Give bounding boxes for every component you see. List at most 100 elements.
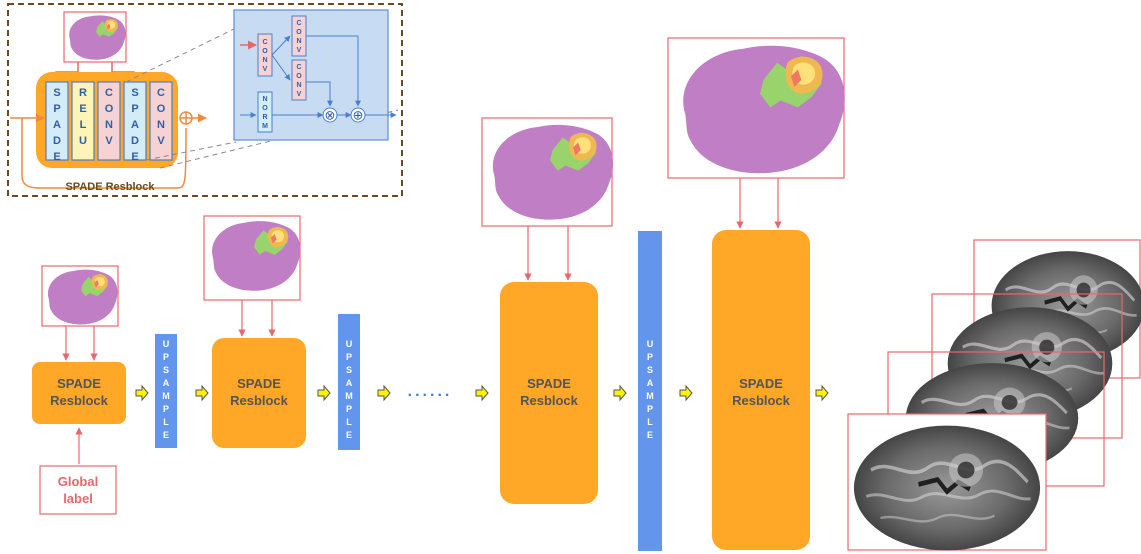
output-mri-stack	[847, 239, 1141, 551]
detail-conv-left-label-char: V	[263, 66, 268, 73]
detail-conv-top-label-char: C	[296, 20, 301, 27]
upsample-1-char: P	[163, 404, 169, 414]
detail-conv-top-label-char: V	[297, 47, 302, 54]
detail-conv-mid	[291, 59, 307, 101]
stage4-resblock	[712, 230, 810, 550]
inset-column-5-label-char: O	[157, 103, 166, 115]
inset-detail-panel	[233, 9, 389, 141]
flow-arrow-7	[679, 384, 693, 402]
upsample-2-char: L	[346, 417, 352, 427]
detail-add-node	[350, 107, 366, 123]
stage2-resblock	[212, 338, 306, 448]
inset-caption: SPADE Resblock	[65, 181, 155, 193]
inset-column-1-label-char: E	[53, 151, 60, 163]
upsample-2-char: E	[346, 430, 352, 440]
upsample-2-char: M	[345, 391, 353, 401]
detail-norm-label-char: R	[262, 114, 267, 121]
stage2-resblock-label-2: Resblock	[230, 393, 289, 408]
detail-conv-mid-label-char: N	[296, 82, 301, 89]
global-label-box	[39, 465, 117, 515]
stage3-resblock	[500, 282, 598, 504]
pipeline-ellipsis: ......	[408, 383, 453, 400]
inset-column-conv-2	[149, 81, 173, 161]
inset-column-2-label-char: R	[79, 87, 87, 99]
upsample-3-char: U	[647, 339, 654, 349]
inset-column-conv-1	[97, 81, 121, 161]
inset-column-3-label-char: N	[105, 119, 113, 131]
upsample-bar-1	[155, 334, 177, 448]
detail-conv-mid-label-char: C	[296, 64, 301, 71]
inset-column-spade-2	[123, 81, 147, 161]
inset-column-4-label-char: S	[131, 87, 138, 99]
stage1-resblock-label-1: SPADE	[57, 376, 101, 391]
upsample-1-char: E	[163, 430, 169, 440]
stage1-resblock	[32, 362, 126, 424]
detail-add-symbol: ⊕	[353, 108, 364, 123]
inset-column-5-label-char: V	[157, 135, 165, 147]
global-label-line1: Global	[58, 474, 98, 489]
mri-slice-1	[854, 426, 1040, 551]
inset-column-2-label-char: L	[80, 119, 87, 131]
inset-column-1-label-char: A	[53, 119, 61, 131]
upsample-1-char: U	[163, 339, 170, 349]
inset-column-3-label-char: O	[105, 103, 114, 115]
inset-column-5-label-char: N	[157, 119, 165, 131]
detail-conv-mid-label-char: V	[297, 91, 302, 98]
inset-column-1-label-char: S	[53, 87, 60, 99]
flow-arrow-2	[195, 384, 209, 402]
upsample-2-char: U	[346, 339, 353, 349]
stage3-resblock-label-1: SPADE	[527, 376, 571, 391]
flow-arrow-4	[377, 384, 391, 402]
detail-conv-top-label-char: N	[296, 38, 301, 45]
inset-column-1-label-char: P	[53, 103, 60, 115]
detail-norm	[257, 91, 273, 133]
detail-norm-label-char: O	[262, 105, 268, 112]
inset-column-5-label-char: C	[157, 87, 165, 99]
inset-dashed-frame	[7, 3, 403, 197]
inset-column-4-label-char: D	[131, 135, 139, 147]
upsample-3-char: M	[646, 391, 654, 401]
detail-arrow-mid-to-mul	[306, 81, 333, 107]
detail-conv-mid-label-char: O	[296, 73, 302, 80]
stage4-resblock-label-2: Resblock	[732, 393, 791, 408]
projection-line-bottom	[145, 141, 237, 161]
detail-conv-left-label-char: N	[262, 57, 267, 64]
flow-arrow-3	[317, 384, 331, 402]
global-label-line2: label	[63, 491, 93, 506]
detail-multiply-symbol: ⊗	[325, 108, 336, 123]
flow-arrows	[135, 384, 829, 402]
inset-add-symbol-lines	[180, 112, 192, 124]
detail-conv-left-label-char: C	[262, 39, 267, 46]
upsample-1-char: S	[163, 365, 169, 375]
upsample-2-char: P	[346, 404, 352, 414]
upsample-3-char: A	[647, 378, 654, 388]
upsample-1-char: M	[162, 391, 170, 401]
upsample-3-char: E	[647, 430, 653, 440]
upsample-1-char: A	[163, 378, 170, 388]
detail-conv-top-label-char: O	[296, 29, 302, 36]
stage3-resblock-label-2: Resblock	[520, 393, 579, 408]
detail-arrow-to-conv-top	[271, 35, 291, 56]
projection-line-far	[159, 109, 399, 169]
upsample-1-char: P	[163, 352, 169, 362]
inset-column-3-label-char: V	[105, 135, 113, 147]
stage4-resblock-label-1: SPADE	[739, 376, 783, 391]
detail-norm-label-char: M	[262, 123, 268, 130]
upsample-2-char: A	[346, 378, 353, 388]
detail-conv-left-label-char: O	[262, 48, 268, 55]
inset-column-3-label-char: C	[105, 87, 113, 99]
inset-column-spade-1	[45, 81, 69, 161]
flow-arrow-5	[475, 384, 489, 402]
upsample-bar-2	[338, 314, 360, 450]
inset-column-4-label-char: P	[131, 103, 138, 115]
upsample-3-char: L	[647, 417, 653, 427]
upsample-3-char: P	[647, 404, 653, 414]
stage1-resblock-label-2: Resblock	[50, 393, 109, 408]
detail-arrow-top-to-add	[306, 35, 361, 107]
detail-arrow-to-conv-mid	[271, 54, 291, 81]
